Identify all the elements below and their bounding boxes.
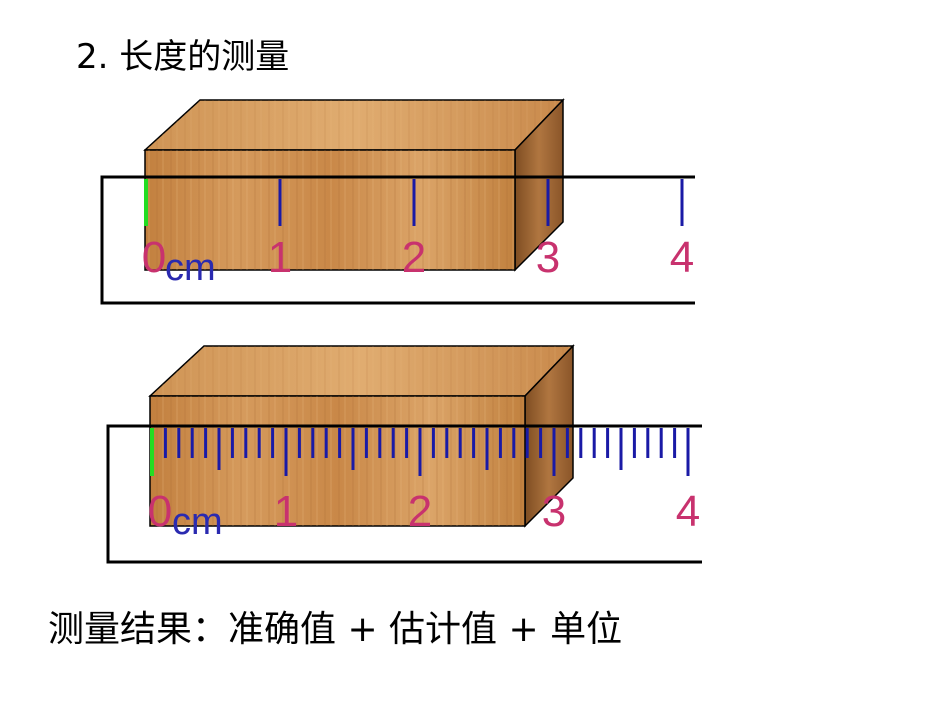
ruler-label-1: 1 <box>268 233 292 282</box>
ruler-label-1: 1 <box>274 487 298 536</box>
ruler-coarse: 0 1 2 3 4 cm <box>100 175 695 305</box>
ruler-label-3: 3 <box>536 233 560 282</box>
ruler-unit-label: cm <box>165 247 216 289</box>
ruler-label-4: 4 <box>670 233 694 282</box>
ruler-label-0: 0 <box>148 487 172 536</box>
ruler-label-0: 0 <box>142 233 166 282</box>
measurement-result-text: 测量结果：准确值 + 估计值 + 单位 <box>48 609 623 650</box>
ruler-label-2: 2 <box>402 233 426 282</box>
ruler-unit-label: cm <box>172 501 223 543</box>
ruler-fine: 0 1 2 3 4 cm <box>106 424 702 564</box>
wood-block-1 <box>143 98 565 272</box>
ruler-label-4: 4 <box>676 487 700 536</box>
page-title: 2. 长度的测量 <box>76 37 290 77</box>
ruler-label-3: 3 <box>542 487 566 536</box>
ruler-outline <box>106 424 702 564</box>
ruler-label-2: 2 <box>408 487 432 536</box>
wood-block-2 <box>148 344 575 528</box>
ruler-outline <box>100 175 695 305</box>
